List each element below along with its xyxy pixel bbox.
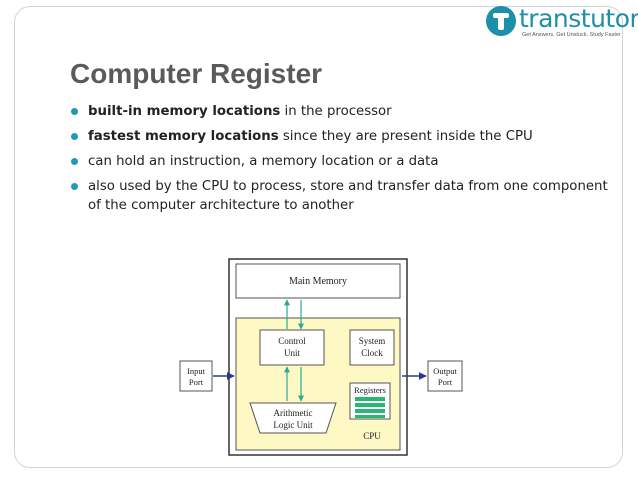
logo-tagline: Get Answers. Get Unstuck. Study Faster: [522, 32, 621, 38]
cpu-architecture-diagram: Main Memory Control Unit System Clock Ar…: [179, 258, 463, 456]
registers-label: Registers: [354, 385, 386, 395]
system-clock-label-2: Clock: [361, 348, 383, 358]
input-port-label-1: Input: [187, 366, 206, 376]
bullet-item: can hold an instruction, a memory locati…: [70, 152, 610, 171]
bullet-item: fastest memory locations since they are …: [70, 127, 610, 146]
system-clock-box: [349, 329, 395, 366]
alu-label-1: Arithmetic: [274, 408, 313, 418]
input-port-label-2: Port: [189, 377, 204, 387]
bullet-list: built-in memory locations in the process…: [70, 102, 610, 221]
alu-shape: [249, 402, 337, 434]
bullet-icon: [71, 133, 78, 140]
bullet-icon: [71, 108, 78, 115]
alu-label-2: Logic Unit: [273, 420, 313, 430]
register-bar: [355, 403, 385, 407]
bullet-item: built-in memory locations in the process…: [70, 102, 610, 121]
main-memory-label: Main Memory: [289, 276, 347, 287]
register-bar: [355, 397, 385, 401]
cpu-label: CPU: [363, 431, 381, 441]
logo-name: transtutors: [519, 4, 638, 33]
transtutors-logo[interactable]: transtutors Get Answers. Get Unstuck. St…: [486, 4, 638, 44]
input-port-box: [179, 360, 213, 392]
control-unit-label-2: Unit: [284, 348, 301, 358]
system-clock-label-1: System: [359, 336, 386, 346]
transtutors-logo-icon: [486, 6, 516, 36]
control-unit-box: [259, 329, 325, 366]
output-port-label-2: Port: [438, 377, 453, 387]
bullet-icon: [71, 183, 78, 190]
output-port-box: [427, 360, 463, 392]
bullet-item: also used by the CPU to process, store a…: [70, 177, 610, 215]
main-memory-box: [235, 263, 401, 299]
slide-title: Computer Register: [70, 58, 323, 89]
register-bar: [355, 409, 385, 413]
register-bar: [355, 415, 385, 418]
bullet-icon: [71, 158, 78, 165]
control-unit-label-1: Control: [278, 336, 306, 346]
output-port-label-1: Output: [433, 366, 457, 376]
